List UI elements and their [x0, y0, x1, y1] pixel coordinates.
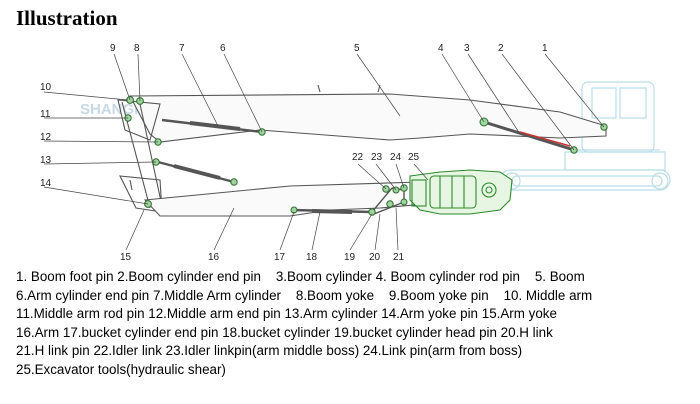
pin-arm-middle	[230, 178, 238, 186]
legend-item-13: 13.Arm cylinder	[284, 306, 378, 322]
legend-item-20: 20.H link	[500, 324, 553, 340]
arm-cylinder	[157, 160, 235, 184]
bucket-cylinder	[291, 208, 373, 214]
legend-line-2: 6.Arm cylinder end pin 7.Middle Arm cyli…	[16, 287, 696, 306]
callout-4: 4	[438, 43, 444, 54]
callout-10: 10	[40, 82, 52, 93]
legend-line-5: 21.H link pin 22.Idler link 23.Idler lin…	[16, 342, 696, 361]
callout-20: 20	[369, 252, 381, 263]
legend-item-8: 8.Boom yoke	[295, 287, 375, 303]
legend-item-3: 3.Boom cylinder	[275, 269, 372, 284]
callout-3: 3	[464, 43, 470, 54]
callout-9: 9	[110, 43, 116, 54]
excavator-diagram: SHANGHAI SUP Construction Equipment Co.,…	[40, 43, 671, 263]
callout-16: 16	[208, 252, 220, 263]
legend-item-24: 24.Link pin(arm from boss)	[362, 343, 523, 359]
callout-19: 19	[344, 252, 356, 263]
callout-2: 2	[498, 43, 504, 54]
callout-22: 22	[352, 152, 364, 163]
legend-item-5: 5. Boom	[534, 269, 585, 284]
callout-17: 17	[274, 252, 286, 263]
page-title: Illustration	[16, 6, 118, 30]
legend-line-4: 16.Arm 17.bucket cylinder end pin 18.buc…	[16, 324, 696, 343]
legend-item-22: 22.Idler link	[93, 343, 162, 359]
legend-item-2: 2.Boom cylinder end pin	[117, 269, 261, 284]
legend-item-19: 19.bucket cylinder head pin	[333, 324, 497, 340]
legend-item-17: 17.bucket cylinder end pin	[62, 324, 219, 340]
callout-11: 11	[40, 109, 51, 120]
legend-item-23: 23.Idler linkpin(arm middle boss)	[165, 343, 360, 359]
hydraulic-shear	[409, 169, 513, 215]
pin-h-link-pin	[386, 200, 394, 208]
legend: 1. Boom foot pin 2.Boom cylinder end pin…	[16, 268, 696, 380]
legend-line-3: 11.Middle arm rod pin 12.Middle arm end …	[16, 305, 696, 324]
callout-21: 21	[393, 252, 405, 263]
legend-item-14: 14.Arm yoke pin	[381, 306, 479, 322]
callout-numbers: 1 2 3 4 5 6 7 8 9 10 11 12 13 14 15 16 1…	[40, 43, 548, 263]
legend-item-7: 7.Middle Arm cylinder	[152, 287, 281, 303]
middle-arm-cylinder	[161, 118, 263, 134]
callout-1: 1	[542, 43, 548, 54]
legend-item-4: 4. Boom cylinder rod pin	[375, 269, 520, 284]
callout-24: 24	[390, 152, 402, 163]
legend-item-15: 15.Arm yoke	[481, 306, 557, 322]
callout-5: 5	[354, 43, 360, 54]
callout-8: 8	[134, 43, 140, 54]
legend-item-10: 10. Middle arm	[503, 287, 593, 303]
callout-23: 23	[371, 152, 383, 163]
callout-15: 15	[120, 252, 132, 263]
legend-item-16: 16.Arm	[16, 324, 60, 340]
callout-18: 18	[306, 252, 318, 263]
callout-6: 6	[220, 43, 226, 54]
leader-lines	[43, 53, 605, 251]
callout-13: 13	[40, 155, 52, 166]
legend-item-25: 25.Excavator tools(hydraulic shear)	[16, 361, 226, 377]
legend-item-6: 6.Arm cylinder end pin	[16, 287, 150, 303]
callout-7: 7	[179, 43, 185, 54]
legend-item-12: 12.Middle arm end pin	[148, 306, 281, 322]
callout-25: 25	[408, 152, 420, 163]
boom-cylinder	[483, 120, 575, 152]
legend-line-1: 1. Boom foot pin 2.Boom cylinder end pin…	[16, 268, 696, 287]
pin-bucket-cylinder-head	[368, 208, 376, 216]
pin-h-link	[400, 198, 408, 206]
callout-14: 14	[40, 178, 52, 189]
legend-item-1: 1. Boom foot pin	[16, 269, 114, 284]
legend-line-6: 25.Excavator tools(hydraulic shear)	[16, 361, 696, 380]
callout-12: 12	[40, 132, 52, 143]
legend-item-18: 18.bucket cylinder	[222, 324, 331, 340]
legend-item-9: 9.Boom yoke pin	[388, 287, 489, 303]
legend-item-11: 11.Middle arm rod pin	[16, 306, 145, 322]
legend-item-21: 21.H link pin	[16, 343, 90, 359]
